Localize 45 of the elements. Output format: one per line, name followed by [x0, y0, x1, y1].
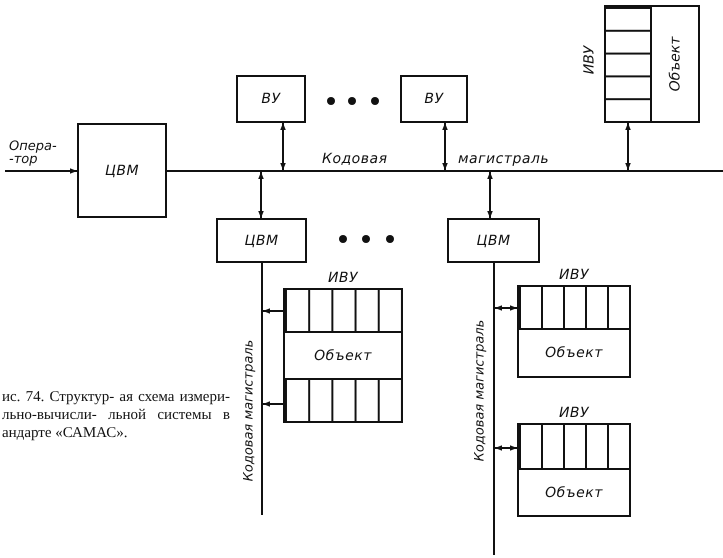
arrow: [263, 308, 283, 314]
connector-line: [261, 263, 263, 280]
object-box: [650, 5, 700, 123]
bus-line: [261, 280, 263, 515]
block-label: Объект: [545, 484, 603, 500]
figure-caption: ис. 74. Структур- ая схема измери- льно-вычисли- льной системы в андарте «САМАС».: [2, 388, 230, 442]
block-box: [517, 468, 631, 517]
block-box: [447, 218, 540, 263]
connector-line: [493, 263, 495, 280]
bus-line: [493, 280, 495, 555]
module-label: ИВУ: [328, 270, 358, 286]
bus-label: магистраль: [458, 151, 550, 167]
object-label: Объект: [667, 36, 683, 92]
block-label: ЦВМ: [244, 232, 279, 248]
arrow: [5, 168, 77, 174]
edge-label: Опера- -тор: [9, 140, 55, 166]
bus-label: Кодовая магистраль: [472, 319, 488, 461]
module-label: ИВУ: [558, 405, 590, 421]
block-label: ЦВМ: [476, 232, 511, 248]
arrow: [487, 172, 493, 218]
block-label: ЦВМ: [104, 162, 140, 178]
block-box: [236, 75, 306, 123]
block-box: [77, 123, 167, 218]
block-label: ВУ: [424, 91, 444, 107]
arrow: [280, 123, 286, 170]
arrow: [442, 123, 448, 170]
arrow: [495, 445, 517, 451]
block-box: [216, 218, 307, 263]
block-box: [400, 75, 468, 123]
block-box: [283, 331, 403, 380]
block-label: Объект: [545, 345, 603, 361]
module-label: ИВУ: [581, 46, 597, 74]
arrow: [263, 401, 283, 407]
block-label: Объект: [314, 348, 372, 364]
connector-line: [167, 170, 215, 172]
block-label: ВУ: [261, 91, 281, 107]
arrow: [495, 305, 517, 311]
crate-drawing: [283, 378, 403, 423]
module-label: ИВУ: [558, 267, 590, 283]
block-box: [517, 328, 631, 378]
arrow: [258, 172, 264, 218]
bus-label: Кодовая магистраль: [242, 339, 256, 481]
bus-label: Кодовая: [322, 151, 388, 167]
bus-line: [215, 170, 723, 172]
arrow: [625, 123, 631, 170]
